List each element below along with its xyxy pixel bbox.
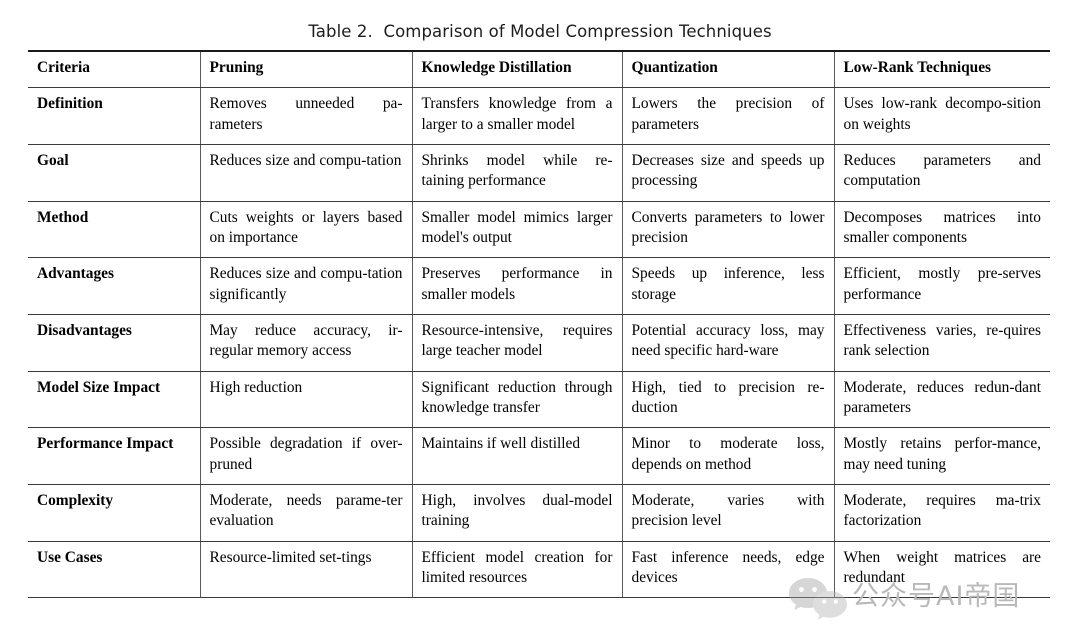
cell-advantages-pruning: Reduces size and compu-tation significan… bbox=[200, 257, 413, 315]
cell-definition-distillation: Transfers knowledge from a larger to a s… bbox=[412, 87, 623, 145]
column-header-criteria: Criteria bbox=[28, 50, 201, 89]
cell-model-size-impact-distillation: Significant reduction through knowledge … bbox=[412, 371, 623, 429]
cell-complexity-quantization: Moderate, varies with precision level bbox=[622, 484, 835, 542]
cell-performance-impact-quantization: Minor to moderate loss, depends on metho… bbox=[622, 427, 835, 485]
row-label-disadvantages: Disadvantages bbox=[28, 314, 201, 372]
table-row: Method Cuts weights or layers based on i… bbox=[28, 201, 1050, 259]
column-header-knowledge-distillation: Knowledge Distillation bbox=[412, 50, 623, 89]
cell-model-size-impact-quantization: High, tied to precision re-duction bbox=[622, 371, 835, 429]
table-row: Model Size Impact High reduction Signifi… bbox=[28, 371, 1050, 429]
cell-complexity-distillation: High, involves dual-model training bbox=[412, 484, 623, 542]
row-label-use-cases: Use Cases bbox=[28, 541, 201, 599]
table-row: Use Cases Resource-limited set-tings Eff… bbox=[28, 541, 1050, 599]
cell-performance-impact-pruning: Possible degradation if over-pruned bbox=[200, 427, 413, 485]
row-label-goal: Goal bbox=[28, 144, 201, 202]
cell-complexity-pruning: Moderate, needs parame-ter evaluation bbox=[200, 484, 413, 542]
cell-definition-pruning: Removes unneeded pa-rameters bbox=[200, 87, 413, 145]
cell-method-lowrank: Decomposes matrices into smaller compone… bbox=[834, 201, 1050, 259]
cell-complexity-lowrank: Moderate, requires ma-trix factorization bbox=[834, 484, 1050, 542]
cell-method-quantization: Converts parameters to lower precision bbox=[622, 201, 835, 259]
cell-disadvantages-distillation: Resource-intensive, requires large teach… bbox=[412, 314, 623, 372]
column-header-pruning: Pruning bbox=[200, 50, 413, 89]
cell-use-cases-distillation: Efficient model creation for limited res… bbox=[412, 541, 623, 599]
cell-method-pruning: Cuts weights or layers based on importan… bbox=[200, 201, 413, 259]
cell-disadvantages-lowrank: Effectiveness varies, re-quires rank sel… bbox=[834, 314, 1050, 372]
cell-use-cases-quantization: Fast inference needs, edge devices bbox=[622, 541, 835, 599]
cell-performance-impact-distillation: Maintains if well distilled bbox=[412, 427, 623, 485]
cell-definition-quantization: Lowers the precision of parameters bbox=[622, 87, 835, 145]
column-header-low-rank-techniques: Low-Rank Techniques bbox=[834, 50, 1050, 89]
row-label-advantages: Advantages bbox=[28, 257, 201, 315]
row-label-method: Method bbox=[28, 201, 201, 259]
table-row: Complexity Moderate, needs parame-ter ev… bbox=[28, 484, 1050, 542]
cell-performance-impact-lowrank: Mostly retains perfor-mance, may need tu… bbox=[834, 427, 1050, 485]
cell-goal-pruning: Reduces size and compu-tation bbox=[200, 144, 413, 202]
cell-use-cases-pruning: Resource-limited set-tings bbox=[200, 541, 413, 599]
table-row: Performance Impact Possible degradation … bbox=[28, 427, 1050, 485]
column-header-quantization: Quantization bbox=[622, 50, 835, 89]
row-label-complexity: Complexity bbox=[28, 484, 201, 542]
table-row: Definition Removes unneeded pa-rameters … bbox=[28, 87, 1050, 145]
cell-disadvantages-quantization: Potential accuracy loss, may need specif… bbox=[622, 314, 835, 372]
cell-goal-distillation: Shrinks model while re-taining performan… bbox=[412, 144, 623, 202]
cell-goal-quantization: Decreases size and speeds up processing bbox=[622, 144, 835, 202]
cell-advantages-lowrank: Efficient, mostly pre-serves performance bbox=[834, 257, 1050, 315]
table-row: Disadvantages May reduce accuracy, ir-re… bbox=[28, 314, 1050, 372]
cell-definition-lowrank: Uses low-rank decompo-sition on weights bbox=[834, 87, 1050, 145]
table-header-row: Criteria Pruning Knowledge Distillation … bbox=[28, 50, 1050, 89]
table-caption: Table 2. Comparison of Model Compression… bbox=[308, 22, 772, 41]
table-row: Advantages Reduces size and compu-tation… bbox=[28, 257, 1050, 315]
cell-disadvantages-pruning: May reduce accuracy, ir-regular memory a… bbox=[200, 314, 413, 372]
comparison-table: Criteria Pruning Knowledge Distillation … bbox=[28, 50, 1050, 599]
cell-advantages-quantization: Speeds up inference, less storage bbox=[622, 257, 835, 315]
row-label-definition: Definition bbox=[28, 87, 201, 145]
cell-model-size-impact-pruning: High reduction bbox=[200, 371, 413, 429]
cell-goal-lowrank: Reduces parameters and computation bbox=[834, 144, 1050, 202]
row-label-model-size-impact: Model Size Impact bbox=[28, 371, 201, 429]
cell-model-size-impact-lowrank: Moderate, reduces redun-dant parameters bbox=[834, 371, 1050, 429]
table-row: Goal Reduces size and compu-tation Shrin… bbox=[28, 144, 1050, 202]
cell-method-distillation: Smaller model mimics larger model's outp… bbox=[412, 201, 623, 259]
cell-use-cases-lowrank: When weight matrices are redundant bbox=[834, 541, 1050, 599]
row-label-performance-impact: Performance Impact bbox=[28, 427, 201, 485]
comparison-table-container: Criteria Pruning Knowledge Distillation … bbox=[28, 50, 1050, 599]
cell-advantages-distillation: Preserves performance in smaller models bbox=[412, 257, 623, 315]
